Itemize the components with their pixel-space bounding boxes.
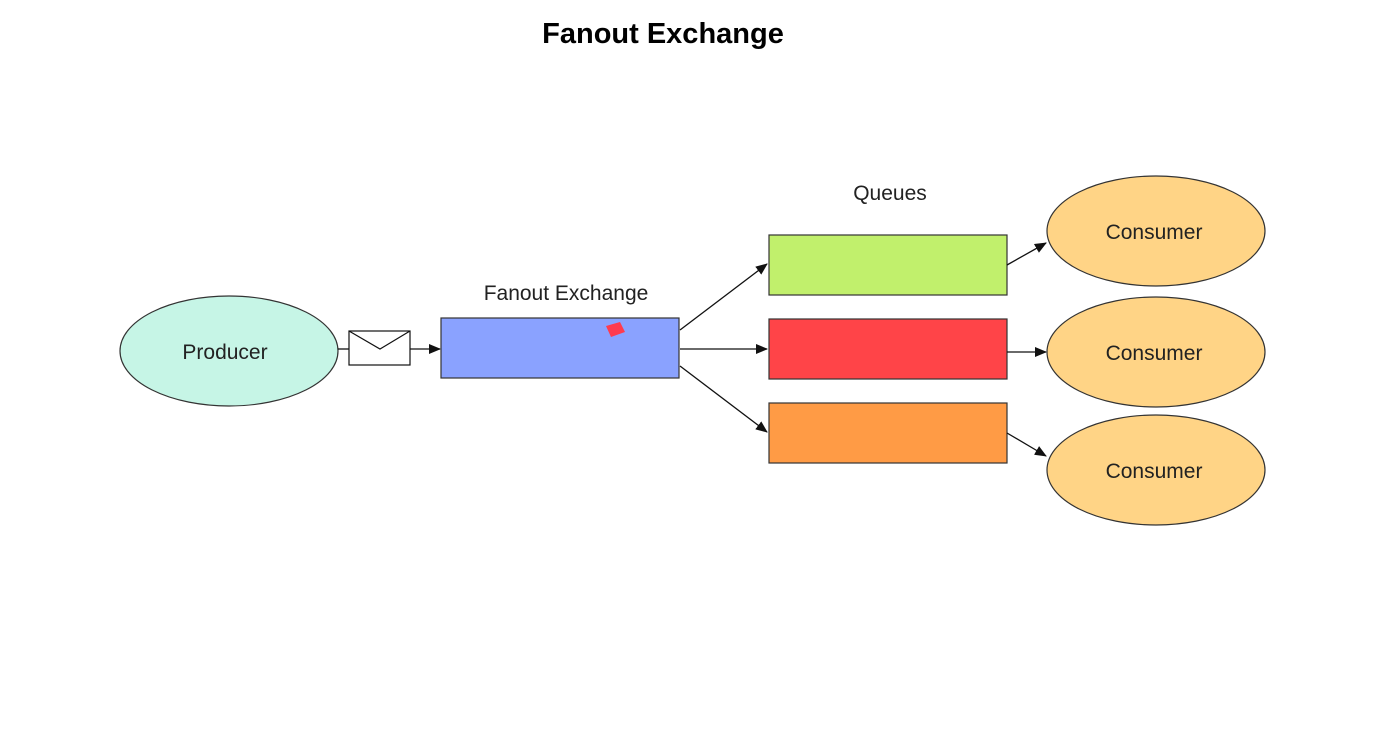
producer-node: Producer [119,295,339,407]
producer-ellipse [119,295,339,407]
page-title: Fanout Exchange [542,18,784,50]
consumer-1-node: Consumer [1046,175,1266,287]
consumer-3-node: Consumer [1046,414,1266,526]
exchange-to-queue-1-arrow [679,263,768,331]
queue-1-box [768,234,1008,296]
exchange-caption: Fanout Exchange [484,282,649,305]
queue-3-box [768,402,1008,464]
exchange-to-queue-3-arrow [679,365,768,433]
queue-2-box [768,318,1008,380]
queues-caption: Queues [853,182,927,205]
envelope-icon [348,330,411,366]
consumer-2-label: Consumer [1106,342,1203,365]
consumer-3-label: Consumer [1106,460,1203,483]
consumer-1-ellipse [1046,175,1266,287]
consumer-3-ellipse [1046,414,1266,526]
producer-label: Producer [182,341,267,364]
queue-3-to-consumer-3-arrow [1006,432,1047,457]
consumer-1-label: Consumer [1106,221,1203,244]
queue-1-to-consumer-1-arrow [1006,242,1047,266]
consumer-2-node: Consumer [1046,296,1266,408]
consumer-2-ellipse [1046,296,1266,408]
cursor-mark [606,322,625,337]
exchange-box [440,317,680,379]
exchange-node: Fanout Exchange [440,282,680,379]
